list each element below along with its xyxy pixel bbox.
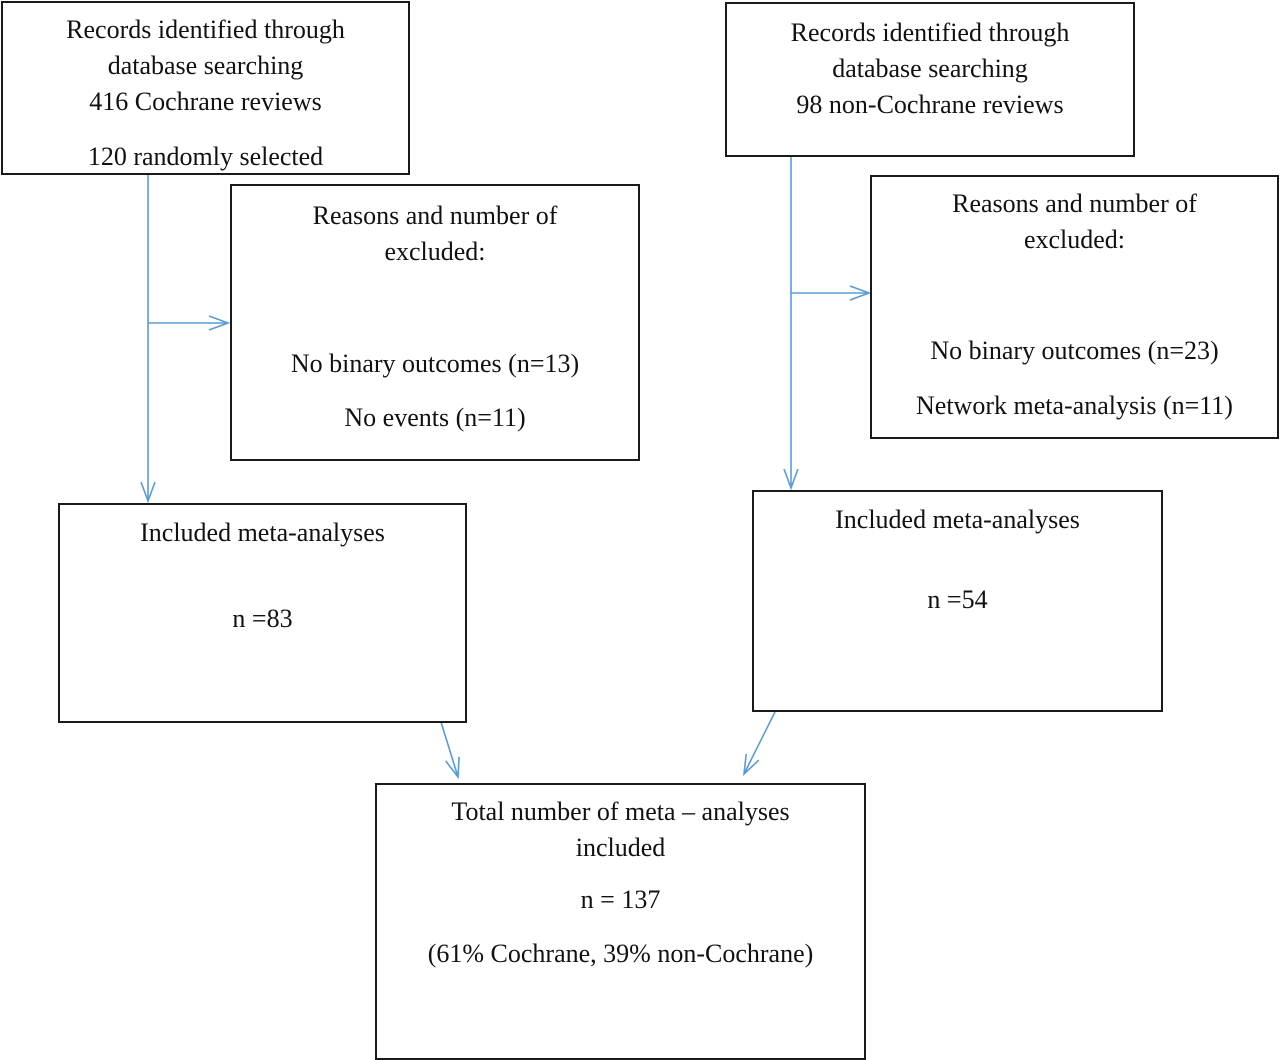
right-records-line3: 98 non-Cochrane reviews [796, 90, 1064, 119]
right-excluded-reason2: Network meta-analysis (n=11) [916, 391, 1233, 420]
total-breakdown: (61% Cochrane, 39% non-Cochrane) [427, 939, 814, 968]
right-included-count: n =54 [927, 585, 988, 614]
left-excluded-reason1: No binary outcomes (n=13) [290, 349, 580, 378]
left-excluded-reason2: No events (n=11) [344, 403, 526, 432]
left-records-box: Records identified through database sear… [1, 1, 410, 175]
right-excluded-title1: Reasons and number of [952, 189, 1197, 218]
left-excluded-title1: Reasons and number of [312, 201, 558, 230]
left-records-line2: database searching [107, 51, 304, 80]
right-excluded-title2: excluded: [1023, 225, 1126, 254]
right-excluded-reason1: No binary outcomes (n=23) [930, 336, 1219, 365]
right-records-line1: Records identified through [790, 18, 1070, 47]
total-title2: included [575, 833, 666, 862]
left-included-count: n =83 [232, 604, 293, 633]
total-box: Total number of meta – analyses included… [375, 783, 866, 1060]
left-records-line3: 416 Cochrane reviews [89, 87, 322, 116]
right-excluded-box: Reasons and number of excluded: No binar… [870, 175, 1279, 439]
left-excluded-title2: excluded: [384, 237, 486, 266]
left-to-total-arrow [440, 721, 458, 777]
left-included-title: Included meta-analyses [140, 518, 385, 547]
left-included-box: Included meta-analyses n =83 [58, 503, 467, 723]
right-included-title: Included meta-analyses [835, 505, 1080, 534]
right-records-box: Records identified through database sear… [725, 2, 1135, 157]
total-title1: Total number of meta – analyses [451, 797, 790, 826]
right-included-box: Included meta-analyses n =54 [752, 490, 1163, 712]
right-records-line2: database searching [832, 54, 1028, 83]
right-to-total-arrow [744, 711, 776, 774]
left-excluded-box: Reasons and number of excluded: No binar… [230, 184, 640, 461]
left-records-line4: 120 randomly selected [87, 142, 324, 171]
left-records-line1: Records identified through [66, 15, 345, 44]
total-count: n = 137 [580, 885, 661, 914]
